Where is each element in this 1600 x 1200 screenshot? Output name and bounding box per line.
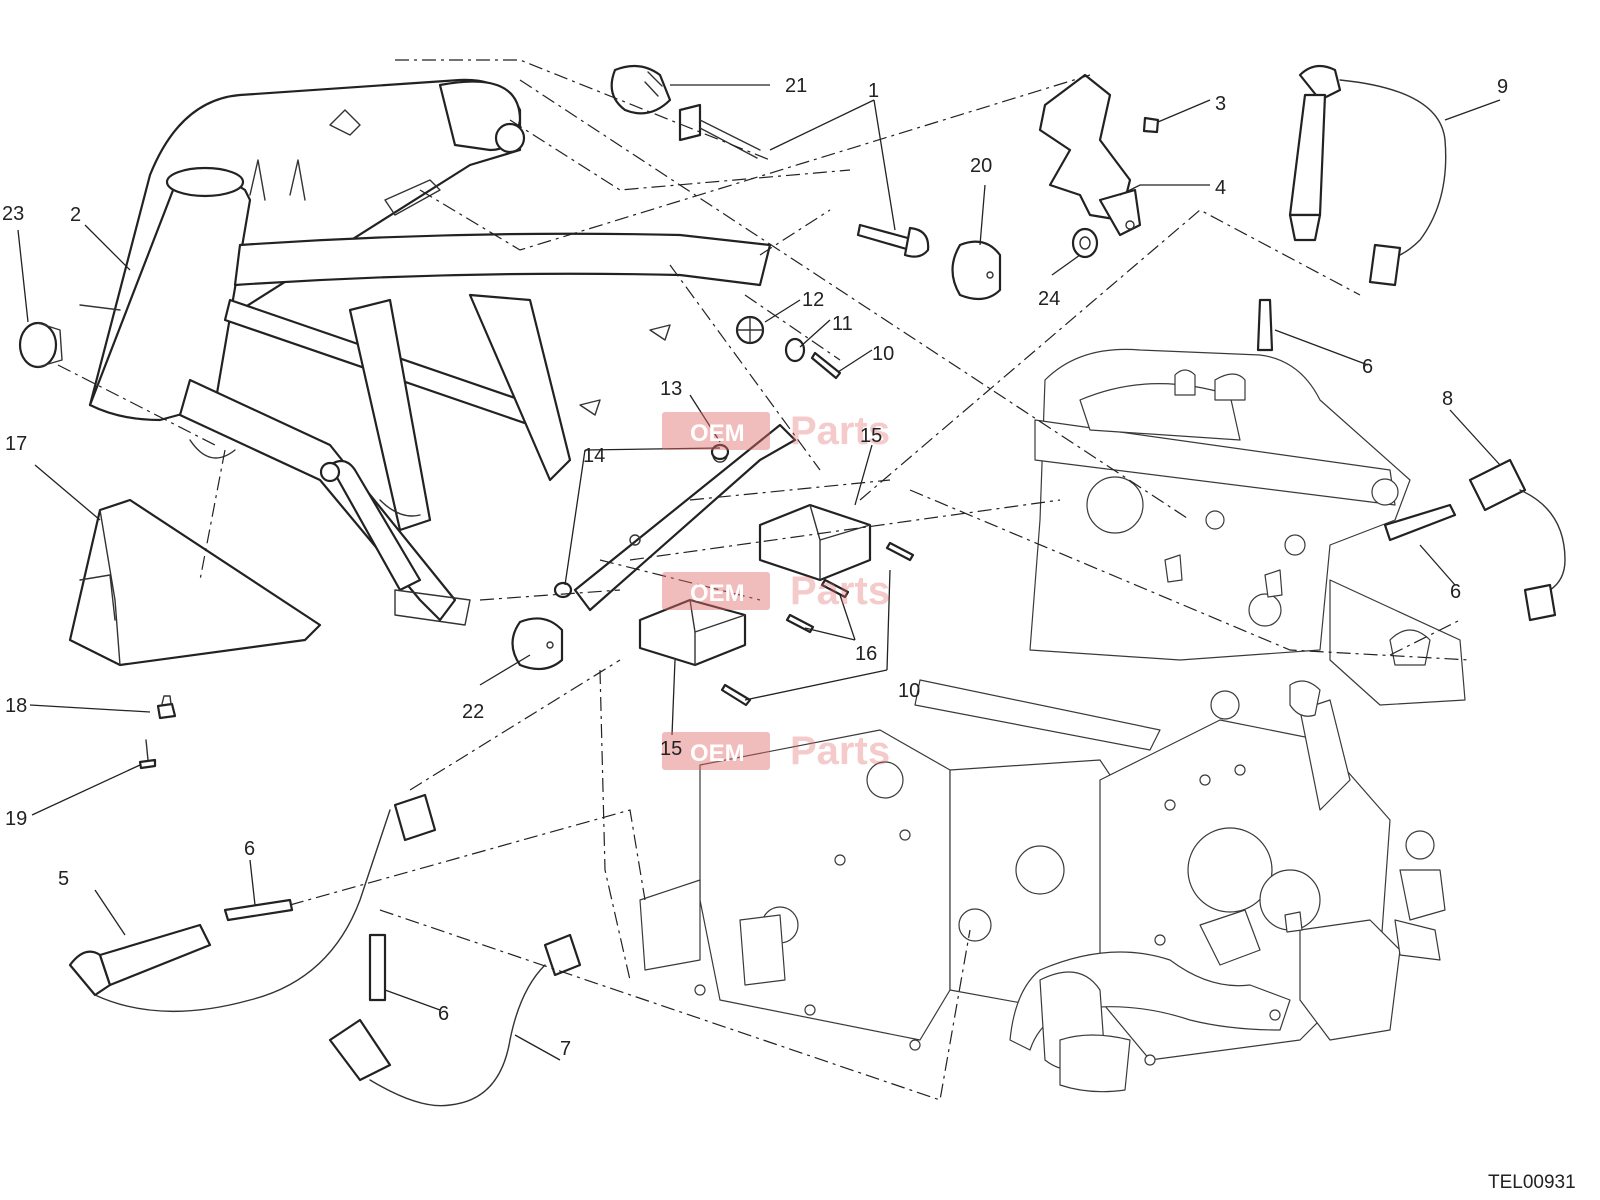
- callout-23: 23: [2, 203, 24, 225]
- callout-7: 7: [560, 1038, 571, 1060]
- part-7-ht-lead: [328, 933, 582, 1107]
- watermark-badge-text: OEM: [690, 740, 745, 767]
- callout-24: 24: [1038, 288, 1060, 310]
- part-21-rubber-bung: [610, 64, 672, 115]
- part-23-grommet: [18, 321, 63, 369]
- callout-15-upper: 15: [860, 425, 882, 447]
- callout-19: 19: [5, 808, 27, 830]
- watermark-badge-text: OEM: [690, 580, 745, 607]
- watermark-word: Parts: [790, 569, 890, 613]
- drawing-reference: TEL00931: [1488, 1172, 1576, 1193]
- part-12-spacer: [735, 315, 765, 345]
- part-3-screw: [1142, 116, 1160, 134]
- callout-10-lower: 10: [898, 680, 920, 702]
- watermark-word: Parts: [790, 409, 890, 453]
- part-15-ignition-coil-lower: [638, 598, 747, 667]
- callout-14: 14: [583, 445, 605, 467]
- callout-22: 22: [462, 701, 484, 723]
- callout-20: 20: [970, 155, 992, 177]
- part-20-rubber-bung: [951, 240, 1002, 301]
- part-5-ht-lead: [68, 793, 437, 1013]
- part-18-fastener: [156, 695, 177, 720]
- part-1-pivot-bolt-lower: [856, 223, 930, 258]
- callout-labels: 1 2 3 4 5 6 6 6 6 7 8 9 10 10 11 12 13 1…: [2, 75, 1508, 1060]
- callout-6-upper: 6: [1362, 356, 1373, 378]
- part-6-spark-plug-3: [223, 898, 294, 922]
- callout-3: 3: [1215, 93, 1226, 115]
- part-9-ht-lead: [1288, 64, 1447, 287]
- parts: [18, 64, 1566, 1107]
- part-6-spark-plug-4: [368, 933, 387, 1002]
- callout-15-lower: 15: [660, 738, 682, 760]
- callout-8: 8: [1442, 388, 1453, 410]
- callout-13: 13: [660, 378, 682, 400]
- callout-11: 11: [832, 313, 853, 335]
- watermark-1: OEM Parts: [662, 409, 890, 453]
- callout-2: 2: [70, 204, 81, 226]
- callout-12: 12: [802, 289, 824, 311]
- watermark-3: OEM Parts: [662, 729, 890, 773]
- callout-6-right: 6: [1450, 581, 1461, 603]
- trellis-frame: [79, 78, 772, 626]
- part-15-ignition-coil-upper: [758, 503, 872, 582]
- engine-assembly: [639, 348, 1466, 1093]
- leader-lines: [17, 84, 1501, 1061]
- callout-17: 17: [5, 433, 27, 455]
- watermarks: OEM Parts OEM Parts OEM Parts: [662, 409, 890, 773]
- part-4-bracket: [1038, 73, 1142, 237]
- part-11-washer: [784, 337, 806, 363]
- part-6-spark-plug-2: [1383, 503, 1457, 542]
- callout-9: 9: [1497, 76, 1508, 98]
- part-8-ht-lead: [1468, 458, 1566, 622]
- part-1-pivot-bolt-upper: [678, 103, 761, 159]
- assembly-lines: [57, 59, 1471, 1101]
- part-10-screw-upper: [810, 351, 842, 380]
- callout-6-lower: 6: [438, 1003, 449, 1025]
- callout-6-left: 6: [244, 838, 255, 860]
- callout-18: 18: [5, 695, 27, 717]
- watermark-2: OEM Parts: [662, 569, 890, 613]
- part-6-spark-plug-1: [1256, 298, 1274, 352]
- part-17-cover: [68, 498, 322, 667]
- watermark-badge-text: OEM: [690, 420, 745, 447]
- callout-1: 1: [868, 80, 879, 102]
- callout-5: 5: [58, 868, 69, 890]
- watermark-word: Parts: [790, 729, 890, 773]
- part-24-bush: [1071, 227, 1099, 259]
- part-10-screw-lower: [720, 683, 752, 707]
- callout-16: 16: [855, 643, 877, 665]
- part-22-grommet: [511, 617, 564, 671]
- callout-21: 21: [785, 75, 807, 97]
- callout-10-upper: 10: [872, 343, 894, 365]
- part-19-screw: [138, 739, 157, 770]
- callout-4: 4: [1215, 177, 1226, 199]
